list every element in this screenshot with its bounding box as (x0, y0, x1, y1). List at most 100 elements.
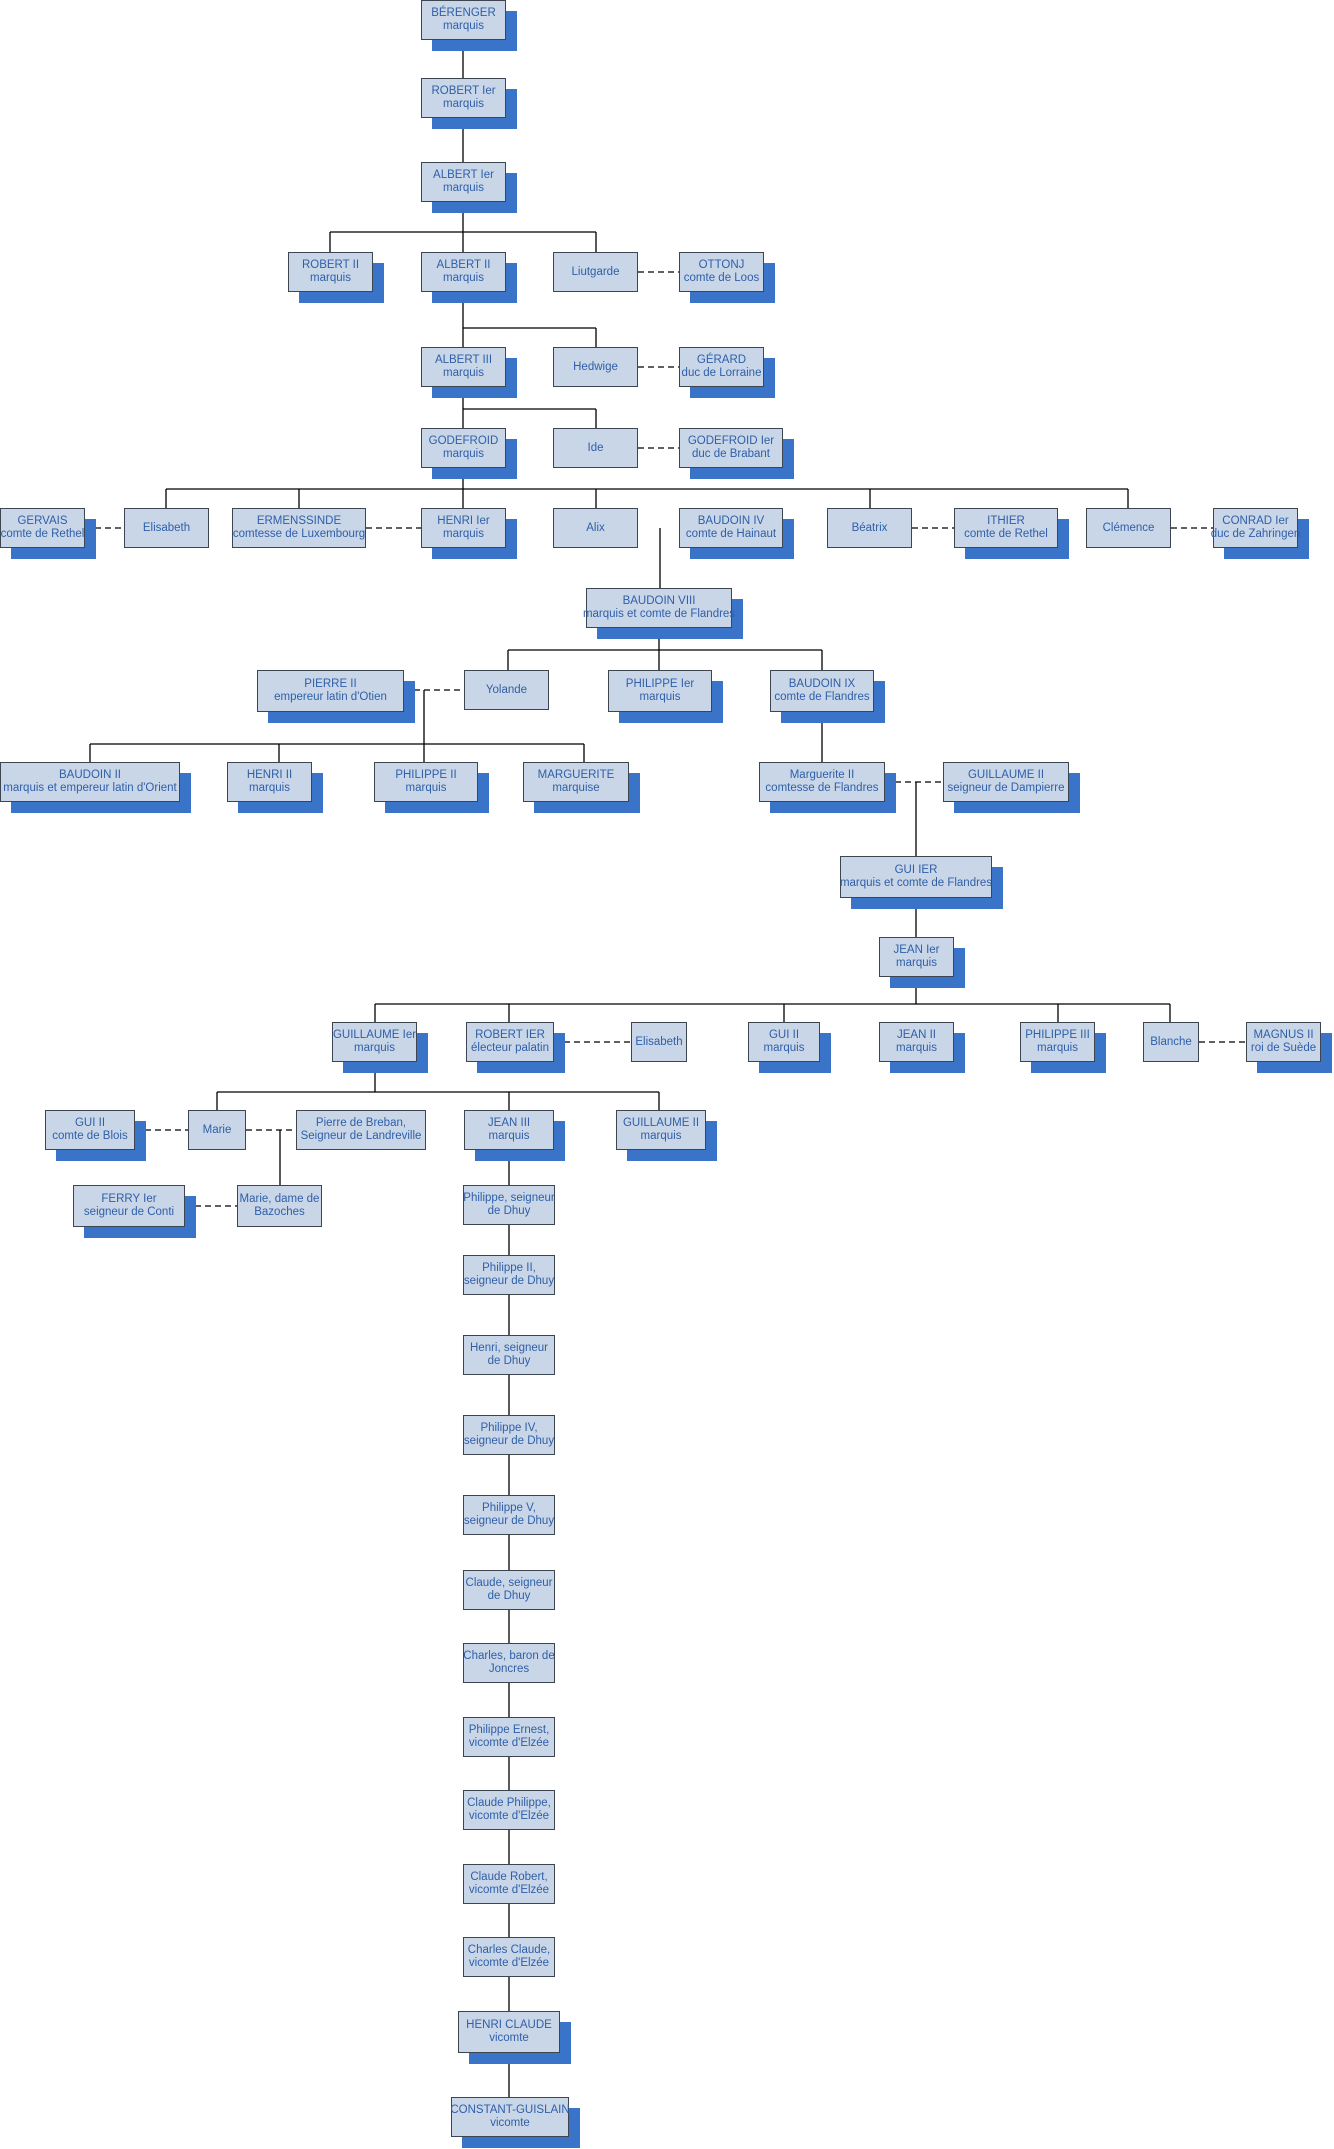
person-name: JEAN II (897, 1029, 936, 1041)
person-name: Philippe IV, (480, 1422, 538, 1434)
person-box-elisabeth2: Elisabeth (631, 1022, 687, 1062)
person-name: PHILIPPE Ier (625, 678, 695, 690)
person-title: vicomte d'Elzée (468, 1810, 550, 1822)
person-name: Claude, seigneur (465, 1577, 553, 1589)
person-box-phernest: Philippe Ernest,vicomte d'Elzée (463, 1717, 555, 1757)
person-name: Henri, seigneur (470, 1342, 548, 1354)
person-box-phdhuy4: Philippe IV,seigneur de Dhuy (463, 1415, 555, 1455)
person-box-phdhuy2: Philippe II,seigneur de Dhuy (463, 1255, 555, 1295)
person-name: Philippe, seigneur (463, 1192, 555, 1204)
person-name: Marie, dame de (239, 1193, 320, 1205)
person-name: HENRI II (246, 769, 293, 781)
person-box-clemence: Clémence (1086, 508, 1171, 548)
person-title: Joncres (488, 1663, 530, 1675)
person-name: Charles, baron de (463, 1650, 555, 1662)
person-title: roi de Suède (1250, 1042, 1317, 1054)
person-box-charlescl: Charles Claude,vicomte d'Elzée (463, 1937, 555, 1977)
person-name: MARGUERITE (537, 769, 615, 781)
person-name: Claude Philippe, (467, 1797, 551, 1809)
person-name: CONSTANT-GUISLAIN (450, 2104, 570, 2116)
person-title: Seigneur de Landreville (300, 1130, 422, 1142)
person-name: CONRAD Ier (1222, 515, 1289, 527)
person-name: BAUDOIN VIII (622, 595, 696, 607)
person-name: Alix (586, 521, 605, 534)
person-title: seigneur de Dhuy (463, 1435, 555, 1447)
person-name: BAUDOIN IX (788, 678, 856, 690)
person-title: électeur palatin (471, 1042, 549, 1054)
person-name: PHILIPPE III (1025, 1029, 1090, 1041)
person-name: GUI II (768, 1029, 800, 1041)
person-title: marquis (488, 1130, 530, 1142)
person-title: de Dhuy (487, 1355, 531, 1367)
person-name: OTTONJ (698, 259, 745, 271)
person-box-marie1: Marie (188, 1110, 246, 1150)
person-title: marquis (443, 448, 484, 460)
person-box-liutgarde: Liutgarde (553, 252, 638, 292)
person-title: seigneur de Dampierre (947, 782, 1065, 794)
person-title: seigneur de Dhuy (463, 1275, 555, 1287)
person-title: marquis et comte de Flandres (839, 877, 993, 889)
person-name: Yolande (485, 683, 528, 696)
person-title: marquis et empereur latin d'Orient (3, 782, 177, 794)
person-title: marquis (896, 1042, 937, 1054)
person-box-claudeph: Claude Philippe,vicomte d'Elzée (463, 1790, 555, 1830)
person-box-yolande: Yolande (464, 670, 549, 710)
person-title: marquis (640, 1130, 682, 1142)
person-name: BÉRENGER (431, 7, 496, 19)
person-name: Claude Robert, (470, 1871, 548, 1883)
person-title: duc de Brabant (691, 448, 770, 460)
person-name: ALBERT III (434, 354, 493, 366)
person-name: Charles Claude, (467, 1944, 551, 1956)
person-name: JEAN Ier (893, 944, 940, 956)
person-title: de Dhuy (487, 1205, 531, 1217)
person-name: FERRY Ier (101, 1193, 157, 1205)
person-name: GODEFROID (428, 435, 499, 447)
person-title: empereur latin d'Otien (274, 691, 387, 703)
person-box-alix: Alix (553, 508, 638, 548)
person-title: vicomte d'Elzée (468, 1957, 550, 1969)
person-name: Liutgarde (571, 265, 620, 278)
person-name: Clémence (1102, 521, 1155, 534)
person-title: marquis (443, 528, 484, 540)
person-title: marquis (310, 272, 351, 284)
person-box-beatrix: Béatrix (827, 508, 912, 548)
person-name: Béatrix (851, 521, 888, 534)
person-name: ROBERT Ier (431, 85, 496, 97)
person-title: marquis (443, 98, 484, 110)
person-name: Elisabeth (142, 521, 191, 534)
person-title: marquis et comte de Flandres (582, 608, 736, 620)
person-name: GUILLAUME Ier (332, 1029, 417, 1041)
person-title: comtesse de Flandres (765, 782, 879, 794)
person-name: GUILLAUME II (622, 1117, 700, 1129)
person-name: PIERRE II (304, 678, 357, 690)
person-title: Bazoches (254, 1206, 305, 1218)
person-title: comte de Blois (52, 1130, 128, 1142)
person-title: marquis (763, 1042, 805, 1054)
